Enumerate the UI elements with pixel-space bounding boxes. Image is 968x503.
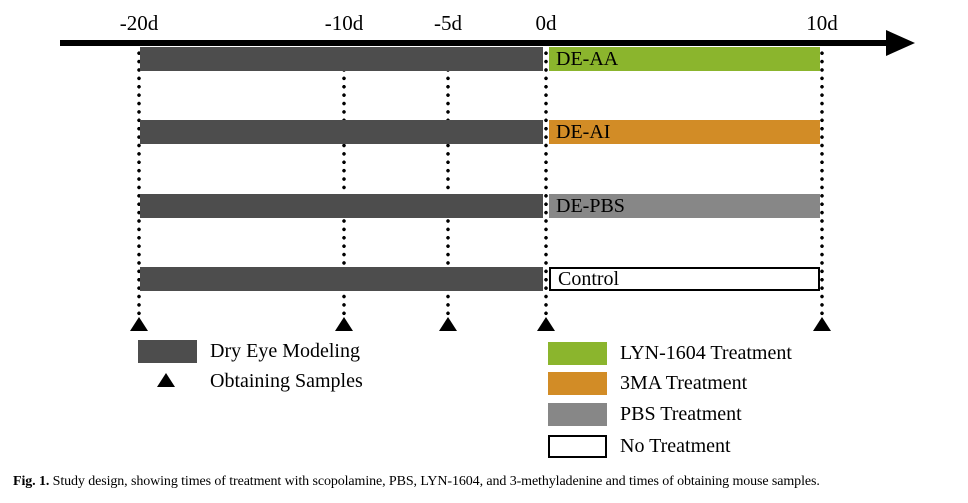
legend-label-no-treatment: No Treatment xyxy=(620,435,731,457)
sample-marker-icon-10d xyxy=(813,317,831,331)
legend-label-lyn1604: LYN-1604 Treatment xyxy=(620,342,792,364)
sample-marker-icon-minus5d xyxy=(439,317,457,331)
dotted-line-minus10d xyxy=(342,49,346,317)
treatment-bar-pbs: DE-PBS xyxy=(549,194,820,218)
sample-marker-icon-0d xyxy=(537,317,555,331)
figure-caption: Fig. 1. Study design, showing times of t… xyxy=(13,473,961,490)
legend-swatch-pbs xyxy=(548,403,607,426)
legend-label-dry-eye-modeling: Dry Eye Modeling xyxy=(210,340,360,362)
legend-swatch-no-treatment xyxy=(548,435,607,458)
treatment-bar-lyn1604: DE-AA xyxy=(549,47,820,71)
modeling-bar xyxy=(140,194,543,218)
treatment-bar-3ma: DE-AI xyxy=(549,120,820,144)
dotted-line-minus20d xyxy=(137,49,141,317)
tick-label-0d: 0d xyxy=(535,11,557,35)
tick-label-minus5d: -5d xyxy=(434,11,462,35)
row-label-de-ai: DE-AI xyxy=(556,121,611,143)
legend-swatch-3ma xyxy=(548,372,607,395)
timeline-arrowhead-icon xyxy=(886,30,915,56)
row-label-de-aa: DE-AA xyxy=(556,48,619,70)
dotted-line-minus5d xyxy=(446,49,450,317)
legend-swatch-dry-eye-modeling xyxy=(138,340,197,363)
figure-caption-number: Fig. 1. xyxy=(13,474,50,489)
figure-caption-text: Study design, showing times of treatment… xyxy=(52,474,820,489)
legend-swatch-lyn1604 xyxy=(548,342,607,365)
modeling-bar xyxy=(140,120,543,144)
legend-label-pbs: PBS Treatment xyxy=(620,403,742,425)
tick-label-minus10d: -10d xyxy=(324,11,364,35)
legend-triangle-icon xyxy=(157,373,175,387)
legend-label-obtaining-samples: Obtaining Samples xyxy=(210,370,363,392)
row-label-de-pbs: DE-PBS xyxy=(556,195,625,217)
row-label-control: Control xyxy=(558,268,620,290)
dotted-line-10d xyxy=(820,49,824,317)
modeling-bar xyxy=(140,267,543,291)
sample-marker-icon-minus20d xyxy=(130,317,148,331)
legend-label-3ma: 3MA Treatment xyxy=(620,372,748,394)
tick-label-minus20d: -20d xyxy=(119,11,159,35)
tick-label-10d: 10d xyxy=(806,11,838,35)
timeline-axis xyxy=(60,40,890,46)
sample-marker-icon-minus10d xyxy=(335,317,353,331)
modeling-bar xyxy=(140,47,543,71)
treatment-bar-none: Control xyxy=(549,267,820,291)
dotted-line-0d xyxy=(544,49,548,317)
